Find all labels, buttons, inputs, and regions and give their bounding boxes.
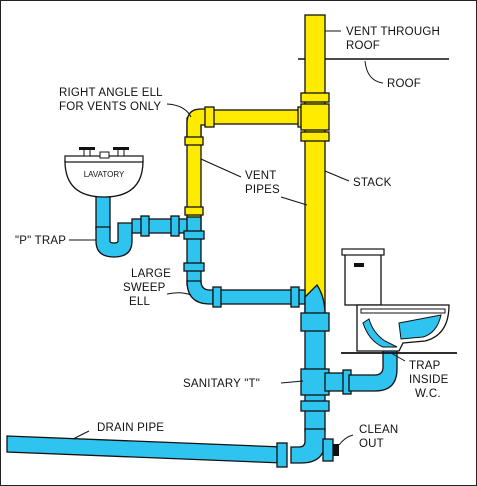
leader <box>338 434 354 446</box>
leader <box>200 158 242 178</box>
label-roof: ROOF <box>387 78 421 90</box>
stack-coupling <box>300 400 330 412</box>
toilet-tank <box>344 252 382 306</box>
handle-right <box>113 147 129 150</box>
right-angle-ell <box>186 108 208 142</box>
drain-coupling <box>290 286 300 308</box>
vent-system <box>184 14 330 316</box>
vent-coupling <box>184 136 204 146</box>
label-trap-inside-wc-1: TRAP <box>409 360 441 372</box>
leader <box>166 292 192 296</box>
stack-coupling <box>300 92 330 103</box>
leader <box>280 380 304 384</box>
drain-coupling <box>212 286 222 308</box>
drain-vertical <box>186 216 202 286</box>
stack-tee <box>300 103 330 131</box>
flush-handle <box>354 263 364 267</box>
lavatory-label: LAVATORY <box>84 170 125 179</box>
bowl-water <box>398 314 442 340</box>
clean-out-plug <box>333 444 339 456</box>
label-right-angle-ell-1: RIGHT ANGLE ELL <box>59 87 163 99</box>
label-stack: STACK <box>353 177 392 189</box>
leader <box>364 60 384 84</box>
lavatory: LAVATORY <box>64 147 144 198</box>
clean-out <box>322 438 334 462</box>
lavatory-basin <box>64 160 144 198</box>
stack-coupling <box>300 131 330 142</box>
label-vent-through-roof-1: VENT THROUGH <box>346 26 440 38</box>
label-large-sweep-ell-2: SWEEP <box>123 282 166 294</box>
toilet <box>341 248 457 354</box>
stack-coupling <box>300 312 330 332</box>
label-clean-out-1: CLEAN <box>359 424 398 436</box>
label-large-sweep-ell-1: LARGE <box>131 268 171 280</box>
bottom-sweep <box>290 428 326 464</box>
drain-system <box>6 188 398 468</box>
vent-stack-pipe <box>304 14 326 316</box>
leader <box>72 430 90 440</box>
label-p-trap: "P" TRAP <box>15 235 66 247</box>
faucet-left <box>83 148 91 157</box>
label-clean-out-2: OUT <box>359 438 384 450</box>
leader <box>390 352 406 362</box>
drain-coupling <box>183 262 205 272</box>
drain-pipe <box>6 435 284 464</box>
label-large-sweep-ell-3: ELL <box>129 296 150 308</box>
label-vent-pipes-1: VENT <box>245 170 276 182</box>
trap-coupling <box>140 215 150 237</box>
label-trap-inside-wc-3: W.C. <box>415 388 441 400</box>
label-vent-pipes-2: PIPES <box>245 184 280 196</box>
handle-left <box>79 147 95 150</box>
drain-coupling <box>276 442 288 468</box>
label-trap-inside-wc-2: INSIDE <box>409 374 449 386</box>
leader <box>166 103 192 118</box>
label-vent-through-roof-2: ROOF <box>346 40 380 52</box>
leader <box>324 170 350 182</box>
toilet-seat <box>360 308 446 314</box>
large-sweep-ell <box>186 280 216 305</box>
label-drain-pipe: DRAIN PIPE <box>97 422 164 434</box>
vent-coupling <box>184 206 204 216</box>
vent-horizontal-pipe <box>198 109 308 125</box>
labels: VENT THROUGH ROOF ROOF RIGHT ANGLE ELL F… <box>15 26 449 450</box>
tank-lid <box>341 248 385 256</box>
label-sanitary-t: SANITARY "T" <box>183 378 260 390</box>
wc-trap-water <box>362 318 398 348</box>
spout <box>99 151 110 159</box>
leader <box>280 196 308 206</box>
trap-coupling <box>170 215 180 237</box>
faucet-right <box>117 148 125 157</box>
drain-coupling <box>183 230 205 240</box>
vent-coupling <box>204 106 215 128</box>
label-right-angle-ell-2: FOR VENTS ONLY <box>59 101 161 113</box>
